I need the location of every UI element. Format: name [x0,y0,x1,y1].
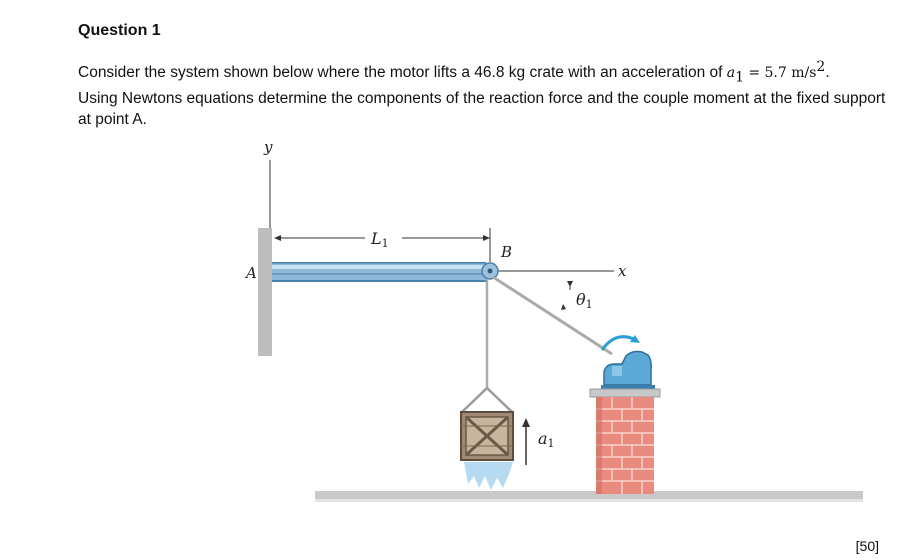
theta-arrow-lower [561,304,566,310]
label-L1: L1 [370,229,389,250]
question-text: Consider the system shown below where th… [78,57,898,130]
label-a1: a1 [538,429,555,450]
beam-edge-top [272,262,486,264]
accel-exponent: 2 [816,59,826,75]
label-B: B [500,243,512,261]
cable-inclined [492,275,613,356]
x-axis-label: x [618,262,627,280]
ground-shadow [315,499,863,502]
accel-subscript: 1 [735,69,745,86]
question-text-part2: . [825,64,830,82]
marks-label: [50] [855,538,879,554]
sling-left [461,387,488,413]
beam-edge-bottom [272,280,486,282]
beam-highlight [272,265,486,269]
question-text-part1: Consider the system shown below where th… [78,64,723,82]
dimension-arrow-right [483,235,490,241]
beam-stripe [272,273,486,275]
motor-rotation-arrow [600,335,637,351]
crate-motion-blur [464,462,513,490]
question-text-line2: Using Newtons equations determine the co… [78,90,886,129]
motor [601,350,655,390]
dimension-arrow-left [274,235,281,241]
crate [460,411,514,461]
accel-symbol: a [726,65,736,82]
label-theta1: θ1 [576,290,593,311]
accel-arrow-head [522,418,530,427]
motor-rotation-arrowhead [630,335,640,343]
pulley-hub [487,268,493,274]
sling-right [486,387,513,413]
wall [258,228,272,356]
brick-pillar [589,388,661,494]
ground [315,491,863,501]
label-A: A [244,264,257,282]
accel-value: = 5.7 m/s [748,65,817,82]
y-axis-label: y [263,138,273,156]
question-title: Question 1 [78,22,161,39]
